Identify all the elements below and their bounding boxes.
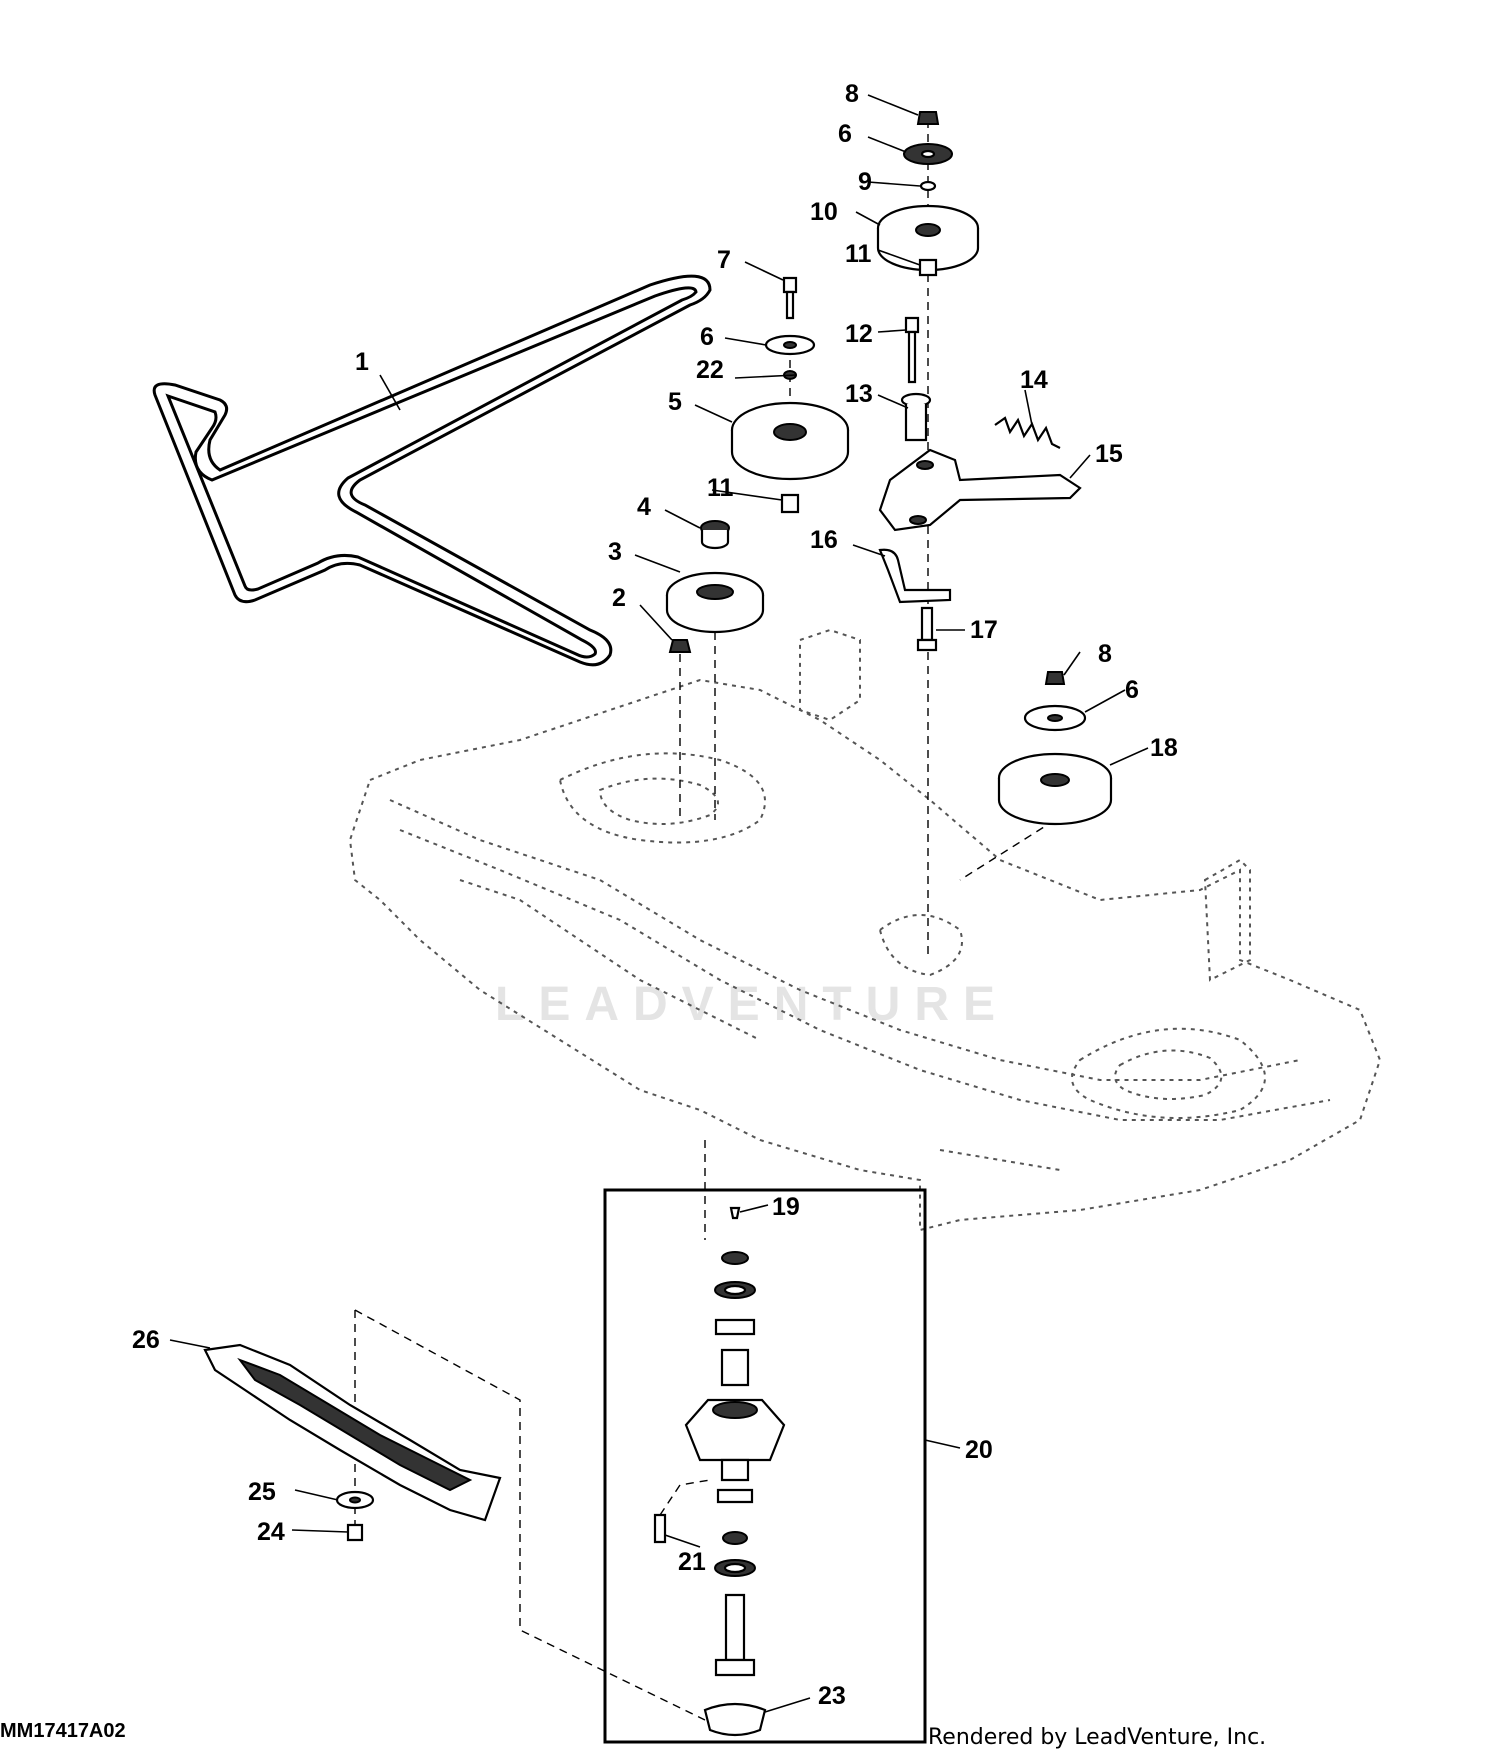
part-16-bracket [878,548,952,604]
part-25-washer [335,1490,375,1510]
callout-6-b: 6 [838,120,852,148]
spindle-assembly-box [603,1188,927,1744]
callout-22: 22 [696,356,724,384]
spindle-assembly [653,1206,786,1737]
callout-3: 3 [608,538,622,566]
callout-24: 24 [257,1518,285,1546]
callout-19: 19 [772,1193,800,1221]
callout-25: 25 [248,1478,276,1506]
callout-6-a: 6 [700,323,714,351]
callout-numbers: 1 2 3 4 5 6 6 6 7 8 8 9 10 11 11 12 13 1… [132,80,1178,1710]
callout-23: 23 [818,1682,846,1710]
callout-15: 15 [1095,440,1123,468]
callout-8-b: 8 [1098,640,1112,668]
drive-belt [152,274,712,667]
callout-11-b: 11 [845,240,872,268]
part-5-pulley [730,401,850,481]
callout-13: 13 [845,380,873,408]
part-17-bolt [916,606,938,652]
leader-lines [169,94,1149,1713]
callout-16: 16 [810,526,838,554]
part-8-nut-b [1044,671,1066,685]
part-6-washer-c [1023,704,1087,732]
callout-1: 1 [355,348,369,376]
part-11-spacer-a [780,493,800,514]
render-credit: Rendered by LeadVenture, Inc. [928,1725,1266,1750]
callout-8-a: 8 [845,80,859,108]
callout-17: 17 [970,616,998,644]
callout-4: 4 [637,493,651,521]
part-2-nut [668,639,692,653]
callout-21: 21 [678,1548,706,1576]
callout-2: 2 [612,584,626,612]
callout-9: 9 [858,168,872,196]
callout-10: 10 [810,198,838,226]
part-18-pulley [997,752,1113,826]
watermark-text: LEADVENTURE [495,978,1009,1031]
callout-18: 18 [1150,734,1178,762]
part-3-pulley [665,571,765,634]
part-15-idler-arm [878,448,1082,532]
callout-20: 20 [965,1436,993,1464]
part-7-bolt [782,276,798,320]
axis-right-pulley [959,819,1056,881]
callout-6-c: 6 [1125,676,1139,704]
part-26-blade [203,1343,502,1522]
part-24-bolt [346,1523,364,1542]
part-6-washer-a [764,334,816,356]
callout-26: 26 [132,1326,160,1354]
part-13-bushing [900,392,932,442]
callout-7: 7 [717,246,731,274]
axis-blade [354,1309,706,1721]
part-14-spring [994,416,1061,449]
part-9-washer [919,180,937,192]
part-8-nut-a [916,111,940,125]
part-4-bushing [700,520,730,550]
callout-5: 5 [668,388,682,416]
part-11-spacer-b [918,258,938,277]
figure-id: MM17417A02 [0,1720,126,1742]
callout-14: 14 [1020,366,1048,394]
callout-12: 12 [845,320,873,348]
mower-deck [348,628,1382,1232]
part-6-washer-b [903,143,953,165]
callout-11-a: 11 [707,474,734,502]
part-12-bolt [904,316,920,384]
